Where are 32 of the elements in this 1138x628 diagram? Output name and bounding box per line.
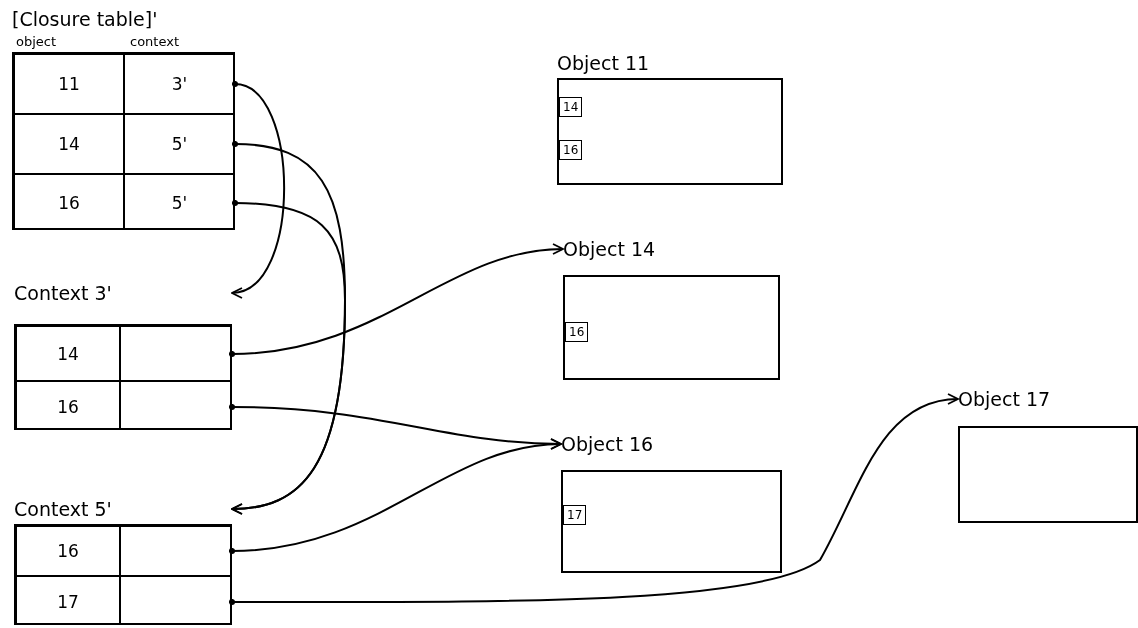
table-cell: 5'	[124, 114, 233, 174]
table-cell	[120, 326, 230, 381]
column-header: object	[16, 34, 57, 49]
table-cell: 11	[14, 54, 124, 114]
arrow	[228, 243, 564, 358]
table-cell: 5'	[124, 174, 233, 228]
table-cell: 16	[14, 174, 124, 228]
table-cell: 16	[16, 381, 120, 428]
table-cell: 14	[14, 114, 124, 174]
table-title: Context 3'	[14, 282, 112, 304]
table-title: Object 14	[563, 238, 656, 260]
table-title: Object 17	[958, 388, 1051, 410]
table-title: Context 5'	[14, 498, 112, 520]
arrow	[228, 438, 562, 555]
reference-tag: 17	[563, 505, 587, 525]
arrow	[228, 394, 959, 606]
table-cell: 14	[16, 326, 120, 381]
table-cell	[120, 526, 230, 576]
table-title: Object 11	[557, 52, 650, 74]
table-cell: 17	[16, 576, 120, 623]
arrow	[231, 80, 286, 297]
table-cell	[120, 381, 230, 428]
arrow	[231, 199, 346, 515]
table-cell: 16	[16, 526, 120, 576]
table-title: Object 16	[561, 433, 654, 455]
column-header: context	[130, 34, 179, 49]
reference-tag: 16	[559, 140, 583, 160]
reference-tag: 14	[559, 97, 583, 117]
reference-tag: 16	[565, 322, 589, 342]
table-cell	[120, 576, 230, 623]
table-cell: 3'	[124, 54, 233, 114]
table-title: [Closure table]'	[12, 8, 158, 30]
